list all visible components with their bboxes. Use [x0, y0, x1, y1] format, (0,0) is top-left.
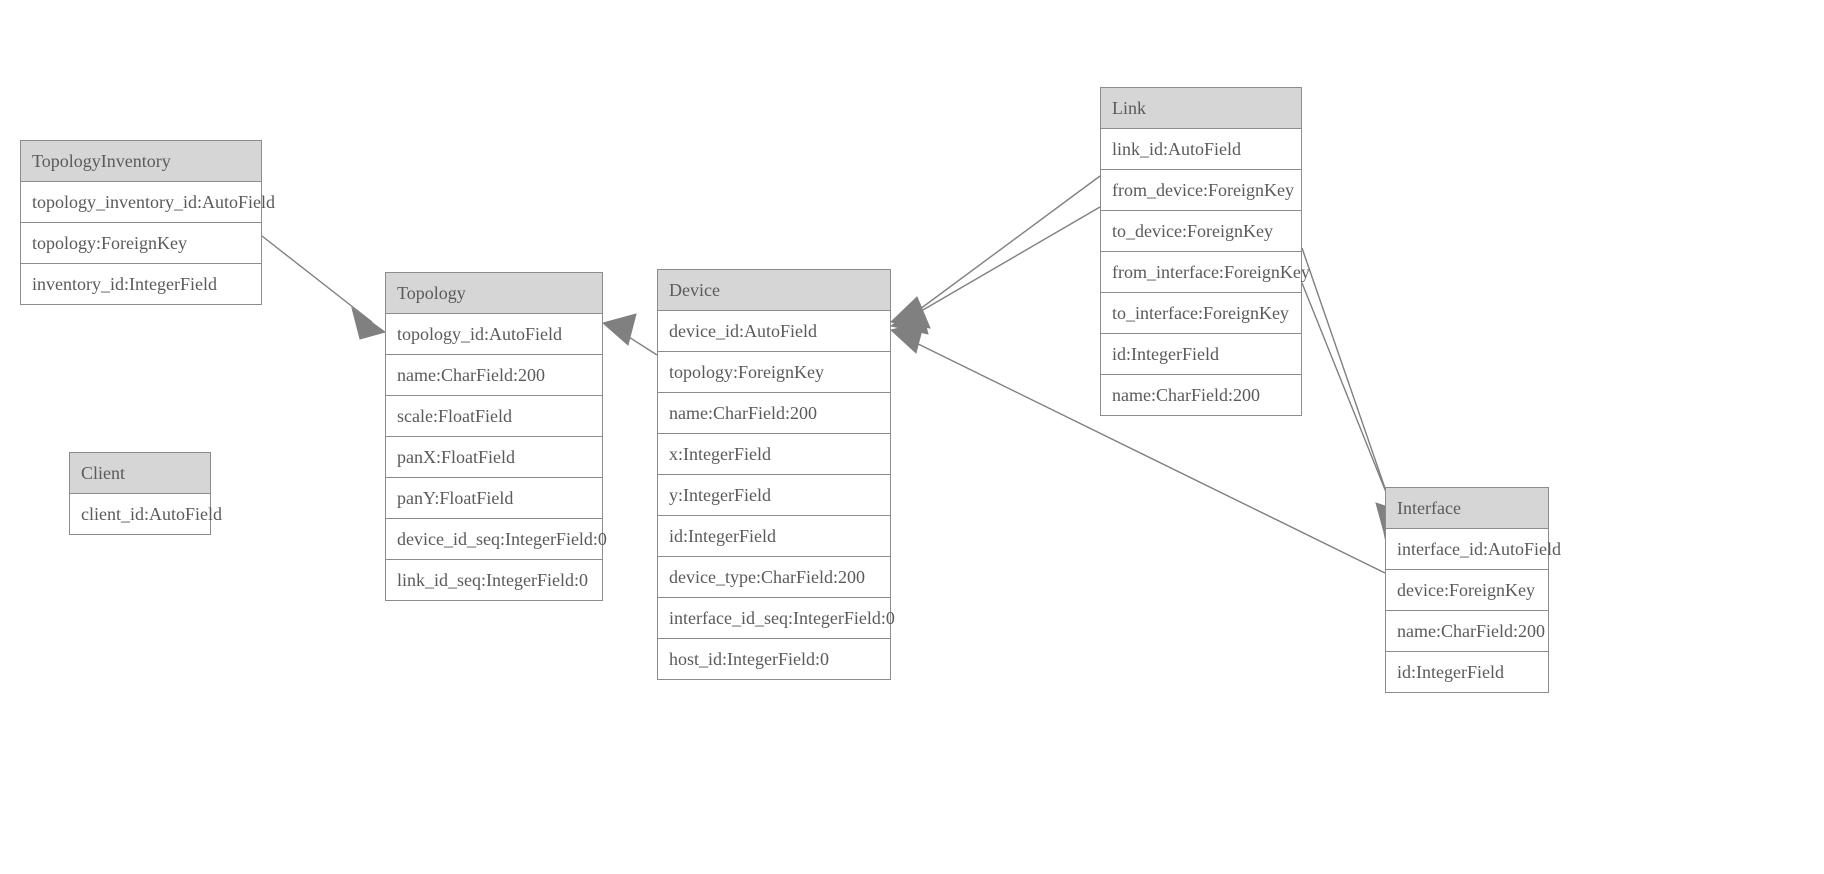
relationship-link-from_device	[889, 175, 1101, 329]
entity-field: y:IntegerField	[658, 475, 890, 516]
entity-field: name:CharField:200	[386, 355, 602, 396]
entity-field: topology_id:AutoField	[386, 314, 602, 355]
entity-field: device_id:AutoField	[658, 311, 890, 352]
relationship-arrowhead	[351, 306, 387, 340]
entity-field: id:IntegerField	[1101, 334, 1301, 375]
entity-title-interface: Interface	[1386, 488, 1548, 529]
entity-field: device_id_seq:IntegerField:0	[386, 519, 607, 560]
relationship-link-to_device	[889, 206, 1101, 335]
entity-field: topology:ForeignKey	[21, 223, 261, 264]
entity-title-device: Device	[658, 270, 890, 311]
entity-field: to_device:ForeignKey	[1101, 211, 1301, 252]
relationship-topologyinventory-topology	[261, 235, 387, 340]
relationship-line	[915, 175, 1101, 313]
entity-field: panX:FloatField	[386, 437, 602, 478]
entity-field: inventory_id:IntegerField	[21, 264, 261, 304]
entity-field: topology:ForeignKey	[658, 352, 890, 393]
entity-title-topology: Topology	[386, 273, 602, 314]
relationship-device-topology	[601, 313, 658, 356]
relationship-line	[1301, 282, 1399, 523]
entity-field: link_id_seq:IntegerField:0	[386, 560, 602, 600]
entity-field: id:IntegerField	[1386, 652, 1548, 692]
entity-field: device:ForeignKey	[1386, 570, 1548, 611]
relationship-arrowhead	[601, 313, 637, 346]
entity-field: interface_id:AutoField	[1386, 529, 1561, 570]
entity-field: to_interface:ForeignKey	[1101, 293, 1301, 334]
entity-field: topology_inventory_id:AutoField	[21, 182, 275, 223]
entity-field: scale:FloatField	[386, 396, 602, 437]
entity-field: device_type:CharField:200	[658, 557, 890, 598]
entity-title-link: Link	[1101, 88, 1301, 129]
entity-field: id:IntegerField	[658, 516, 890, 557]
entity-field: name:CharField:200	[658, 393, 890, 434]
entity-field: interface_id_seq:IntegerField:0	[658, 598, 895, 639]
entity-field: x:IntegerField	[658, 434, 890, 475]
relationship-line	[261, 235, 373, 323]
relationship-arrowhead	[889, 296, 931, 329]
relationship-arrowhead	[889, 303, 929, 335]
entity-field: name:CharField:200	[1101, 375, 1301, 415]
relationship-arrowhead	[889, 321, 925, 354]
entity-title-client: Client	[70, 453, 210, 494]
entity-field: link_id:AutoField	[1101, 129, 1301, 170]
relationship-line	[617, 329, 658, 356]
relationship-line	[915, 206, 1101, 315]
entity-field: from_device:ForeignKey	[1101, 170, 1301, 211]
entity-title-topology_inventory: TopologyInventory	[21, 141, 261, 182]
entity-field: host_id:IntegerField:0	[658, 639, 890, 679]
entity-field: client_id:AutoField	[70, 494, 222, 534]
entity-field: panY:FloatField	[386, 478, 602, 519]
entity-field: from_interface:ForeignKey	[1101, 252, 1310, 293]
relationship-line	[1301, 247, 1397, 521]
entity-field: name:CharField:200	[1386, 611, 1548, 652]
